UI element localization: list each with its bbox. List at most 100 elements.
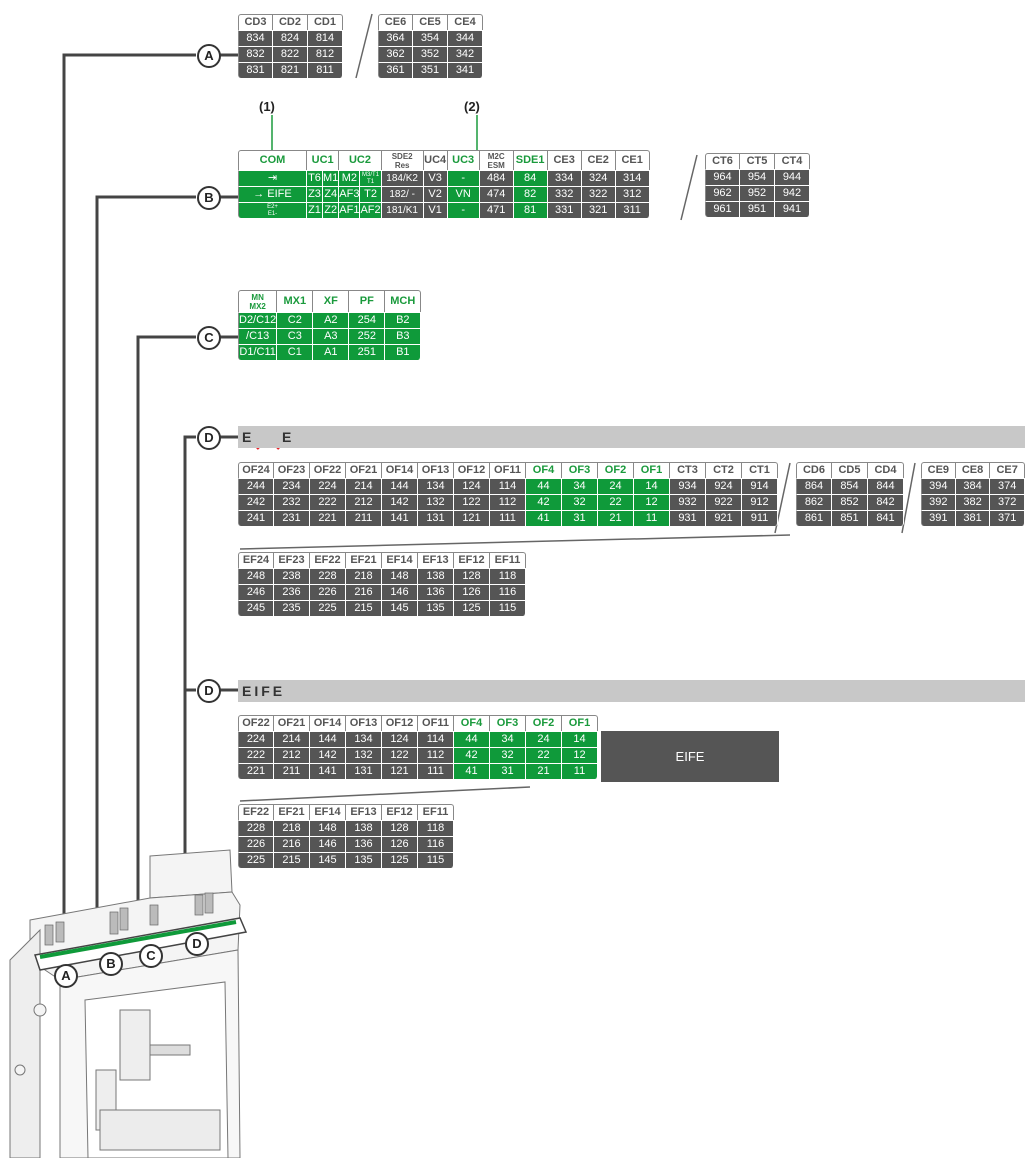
- table-cell: 912: [742, 494, 778, 510]
- table-cell: 471: [479, 202, 514, 218]
- column-header: OF12: [454, 462, 490, 478]
- table-cell: 218: [346, 568, 382, 584]
- table-cell: 135: [418, 600, 454, 616]
- table-cell: M2: [339, 170, 361, 186]
- column-header: CD2: [273, 14, 308, 30]
- table-cell: 862: [796, 494, 832, 510]
- table-cell: C2: [277, 312, 314, 328]
- table-cell: C3: [277, 328, 314, 344]
- table-cell: 314: [615, 170, 650, 186]
- table-cell: 242: [238, 494, 274, 510]
- breaker-callout-c: C: [139, 944, 163, 968]
- table-cell: 146: [310, 836, 346, 852]
- table-cell: 232: [274, 494, 310, 510]
- table-cell: 44: [454, 731, 490, 747]
- table-cell: 114: [418, 731, 454, 747]
- table-cell: 914: [742, 478, 778, 494]
- table-cell: D2/C12: [238, 312, 278, 328]
- breaker-callout-a: A: [54, 964, 78, 988]
- table-cell: 246: [238, 584, 274, 600]
- table-cell: 222: [238, 747, 274, 763]
- callout-b: B: [197, 186, 221, 210]
- footnote-label-2: (2): [464, 99, 480, 114]
- table-cell: Z3: [307, 186, 323, 202]
- column-header: CE1: [615, 150, 650, 170]
- table-cell: 814: [308, 30, 343, 46]
- table-cell: 134: [418, 478, 454, 494]
- table-cell: 382: [955, 494, 991, 510]
- table-cell: 834: [238, 30, 273, 46]
- column-header: CD6: [796, 462, 832, 478]
- breaker-callout-b: B: [99, 952, 123, 976]
- table-cell: 144: [310, 731, 346, 747]
- table-cell: 212: [346, 494, 382, 510]
- table-cell: 854: [832, 478, 868, 494]
- table-cell: 124: [454, 478, 490, 494]
- table-cell: 392: [921, 494, 956, 510]
- column-header: CE4: [448, 14, 483, 30]
- table-cell: B1: [385, 344, 422, 360]
- table-cell: A1: [313, 344, 350, 360]
- table-cell: 334: [547, 170, 582, 186]
- table-cell: 216: [274, 836, 310, 852]
- table-cell: ⇥: [238, 170, 307, 186]
- table-cell: 32: [562, 494, 598, 510]
- table-cell: 111: [418, 763, 454, 779]
- column-header: UC1: [307, 150, 340, 170]
- column-header: OF21: [274, 715, 310, 731]
- table-cell: T6: [307, 170, 323, 186]
- column-header: CE2: [581, 150, 616, 170]
- column-header: XF: [313, 290, 350, 312]
- table-cell: 41: [454, 763, 490, 779]
- table-cell: 342: [448, 46, 483, 62]
- table-cell: 922: [706, 494, 742, 510]
- table-cell: 134: [346, 731, 382, 747]
- table-cell: 331: [547, 202, 582, 218]
- column-header: OF13: [346, 715, 382, 731]
- table-cell: C1: [277, 344, 314, 360]
- table-cell: 21: [598, 510, 634, 526]
- table-cell: 231: [274, 510, 310, 526]
- table-cell: 221: [238, 763, 274, 779]
- eife-module-label: EIFE: [675, 749, 705, 764]
- table-cell: 224: [310, 478, 346, 494]
- table-cell: 824: [273, 30, 308, 46]
- column-header: OF4: [454, 715, 490, 731]
- table-cell: D1/C11: [238, 344, 278, 360]
- table-cell: AF1: [339, 202, 361, 218]
- table-cell: 942: [775, 185, 810, 201]
- column-header: EF12: [454, 552, 490, 568]
- table-cell: 354: [413, 30, 448, 46]
- table-cell: 32: [490, 747, 526, 763]
- table-cell: 324: [581, 170, 616, 186]
- table-cell: 12: [634, 494, 670, 510]
- table-cell: 122: [382, 747, 418, 763]
- table-cell: 224: [238, 731, 274, 747]
- table-cell: 964: [705, 169, 740, 185]
- column-header: CT1: [742, 462, 778, 478]
- table-cell: 82: [513, 186, 548, 202]
- table-cell: 14: [634, 478, 670, 494]
- column-header: EF11: [490, 552, 526, 568]
- table-cell: 128: [454, 568, 490, 584]
- table-cell: 362: [378, 46, 413, 62]
- table-cell: 182/ -: [381, 186, 424, 202]
- table-cell: 245: [238, 600, 274, 616]
- table-cell: 944: [775, 169, 810, 185]
- table-cell: 118: [418, 820, 454, 836]
- table-cell: 341: [448, 62, 483, 78]
- column-header: OF14: [310, 715, 346, 731]
- table-cell: 941: [775, 201, 810, 217]
- table-cell: T2: [360, 186, 382, 202]
- table-cell: 212: [274, 747, 310, 763]
- column-header: OF11: [490, 462, 526, 478]
- table-cell: 352: [413, 46, 448, 62]
- table-cell: 132: [346, 747, 382, 763]
- table-cell: 12: [562, 747, 598, 763]
